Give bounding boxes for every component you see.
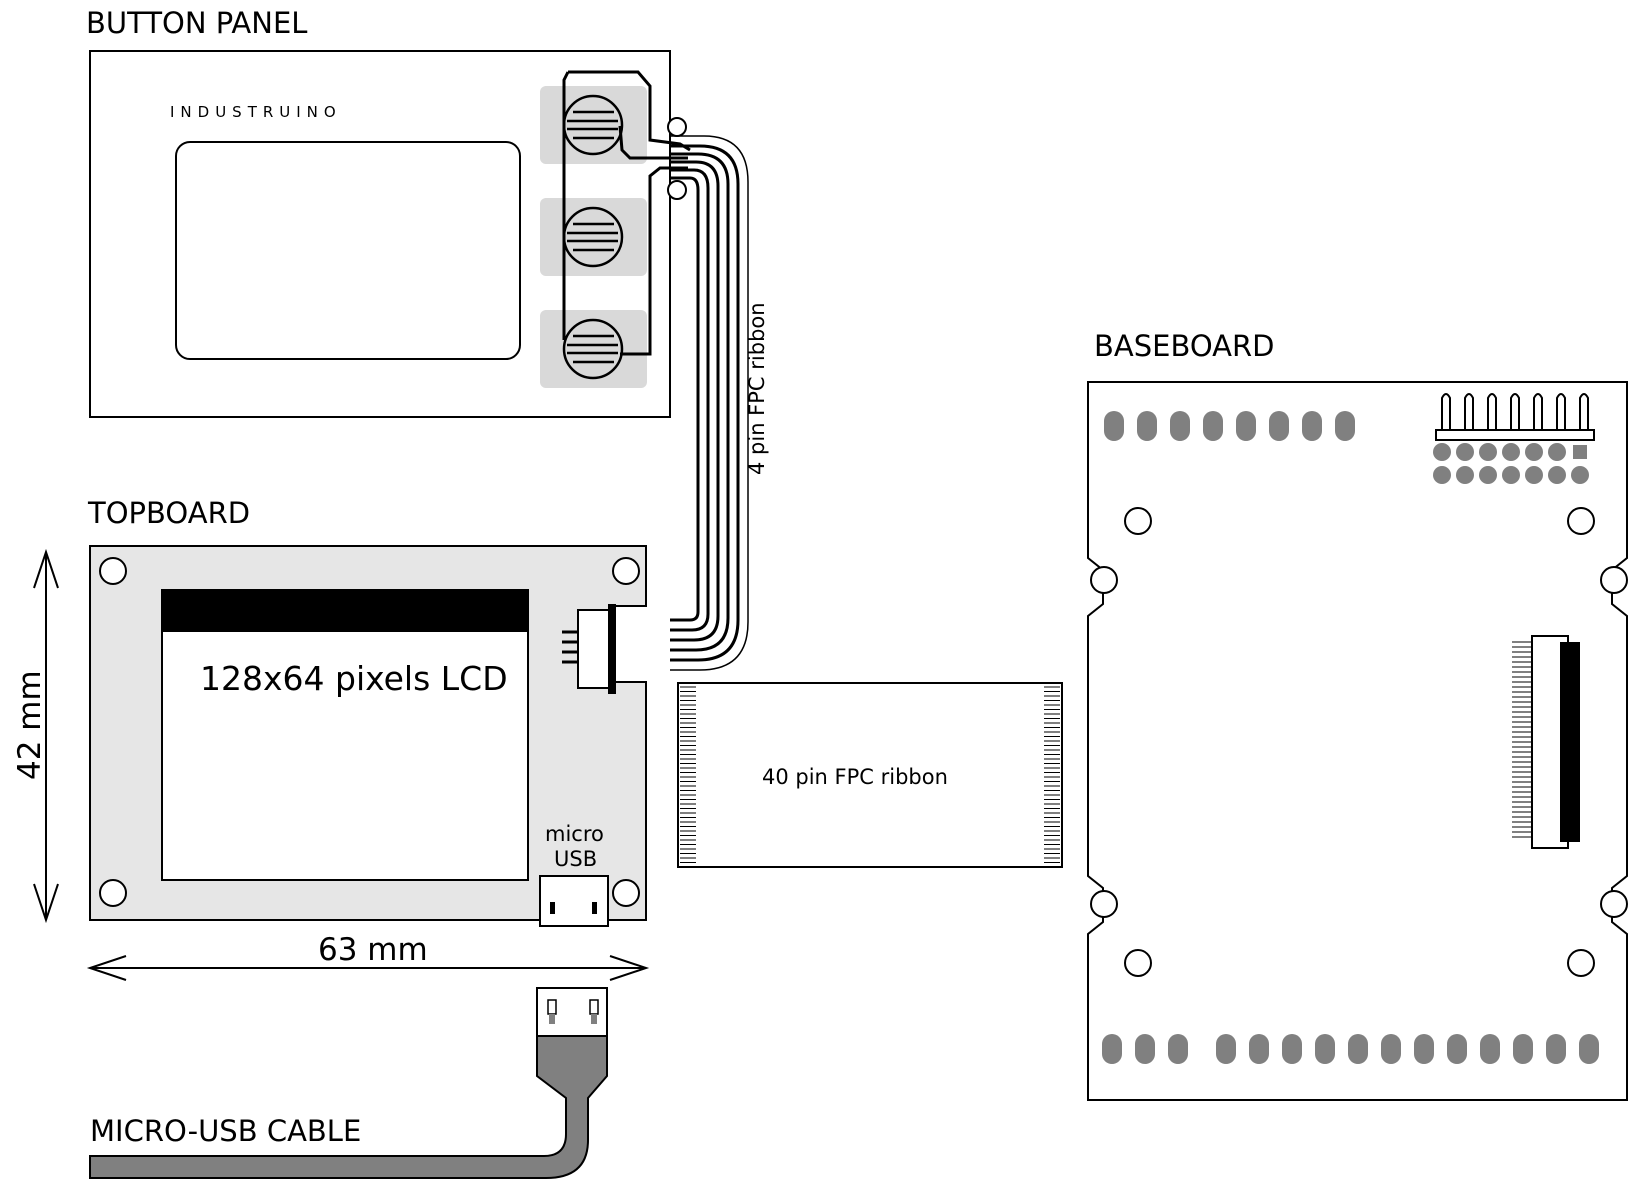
solder-pad: [1236, 411, 1256, 441]
baseboard-pin-header: [1435, 393, 1595, 441]
header-pin: [1441, 393, 1451, 430]
topboard-title: TOPBOARD: [87, 496, 250, 530]
solder-pad: [1302, 411, 1322, 441]
baseboard-top-pads: [1104, 411, 1355, 441]
ribbon-40pin-label: 40 pin FPC ribbon: [762, 765, 948, 789]
mount-hole: [1090, 890, 1118, 918]
solder-pad: [1102, 1034, 1122, 1064]
solder-pad: [1216, 1034, 1236, 1064]
solder-pad: [1135, 1034, 1155, 1064]
pin-pad: [1456, 466, 1474, 484]
usb-pin: [550, 902, 555, 914]
pin-pad: [1525, 443, 1543, 461]
lcd-label: 128x64 pixels LCD: [200, 659, 508, 698]
solder-pad: [1348, 1034, 1368, 1064]
mount-hole: [1124, 949, 1152, 977]
mount-hole: [667, 180, 687, 200]
pin-pad: [1525, 466, 1543, 484]
button-pads: [540, 86, 647, 388]
pin-pad: [1571, 466, 1589, 484]
baseboard-bottom-pads: [1102, 1034, 1599, 1064]
lcd-top-bar: [162, 590, 528, 632]
micro-usb-label-line1: micro: [545, 822, 604, 846]
button-contact-middle: [562, 206, 624, 268]
micro-usb-cable-title: MICRO-USB CABLE: [90, 1114, 361, 1148]
pin-pad: [1502, 443, 1520, 461]
pin-pad: [1433, 443, 1451, 461]
pin-pad: [1502, 466, 1520, 484]
header-pin: [1533, 393, 1543, 430]
pin-pad: [1548, 466, 1566, 484]
solder-pad: [1137, 411, 1157, 441]
solder-pad: [1282, 1034, 1302, 1064]
pin-pad: [1479, 443, 1497, 461]
button-pad-top: [540, 86, 647, 164]
solder-pad: [1104, 411, 1124, 441]
mount-hole: [1600, 566, 1628, 594]
header-pin: [1579, 393, 1589, 430]
button-panel-title: BUTTON PANEL: [86, 6, 307, 40]
solder-pad: [1513, 1034, 1533, 1064]
lcd-screen: [161, 589, 529, 881]
baseboard-40pin-connector: [1512, 635, 1580, 849]
mount-hole: [99, 879, 127, 907]
button-contact-top: [562, 94, 624, 156]
solder-pad: [1249, 1034, 1269, 1064]
button-pad-bottom: [540, 310, 647, 388]
height-dimension-arrow: [33, 548, 59, 924]
height-dimension-label: 42 mm: [12, 670, 48, 780]
solder-pad: [1168, 1034, 1188, 1064]
solder-pad: [1480, 1034, 1500, 1064]
solder-pad: [1335, 411, 1355, 441]
mount-hole: [612, 557, 640, 585]
pin-pad-square: [1573, 445, 1587, 459]
pin-pad: [1456, 443, 1474, 461]
ribbon-4pin-label: 4 pin FPC ribbon: [745, 302, 769, 475]
fpc-ribbon-40pin-contacts: [680, 686, 1060, 863]
pin-pad: [1479, 466, 1497, 484]
mount-hole: [1090, 566, 1118, 594]
solder-pad: [1414, 1034, 1434, 1064]
solder-pad: [1269, 411, 1289, 441]
baseboard-title: BASEBOARD: [1094, 329, 1275, 363]
topboard-4pin-connector: [562, 604, 616, 694]
solder-pad: [1579, 1034, 1599, 1064]
header-pin: [1510, 393, 1520, 430]
solder-pad: [1315, 1034, 1335, 1064]
pin-pad: [1433, 466, 1451, 484]
fpc-ribbon-4pin-outline: [670, 135, 749, 671]
width-dimension-label: 63 mm: [318, 932, 428, 968]
fpc-ribbon-40pin: [677, 682, 1063, 868]
header-pin: [1556, 393, 1566, 430]
usb-pin: [592, 902, 597, 914]
mount-hole: [667, 117, 687, 137]
button-pad-middle: [540, 198, 647, 276]
pin-pad: [1548, 443, 1566, 461]
solder-pad: [1546, 1034, 1566, 1064]
solder-pad: [1203, 411, 1223, 441]
mount-hole: [1567, 507, 1595, 535]
fpc-ribbon-4pin: [670, 144, 740, 662]
micro-usb-label-line2: USB: [554, 847, 597, 871]
width-dimension-arrow: [86, 955, 650, 981]
solder-pad: [1381, 1034, 1401, 1064]
micro-usb-port: [539, 875, 609, 927]
mount-hole: [612, 879, 640, 907]
header-pin: [1487, 393, 1497, 430]
mount-hole: [1567, 949, 1595, 977]
industruino-logo-text: INDUSTRUINO: [170, 103, 342, 121]
baseboard-pin-grid: [1433, 443, 1589, 484]
solder-pad: [1447, 1034, 1467, 1064]
display-window: [175, 141, 521, 360]
header-pin: [1464, 393, 1474, 430]
solder-pad: [1170, 411, 1190, 441]
mount-hole: [1124, 507, 1152, 535]
mount-hole: [1600, 890, 1628, 918]
micro-usb-cable-plug: [536, 987, 608, 1037]
button-contact-bottom: [562, 318, 624, 380]
micro-usb-cable-body: [89, 1035, 608, 1179]
mount-hole: [99, 557, 127, 585]
